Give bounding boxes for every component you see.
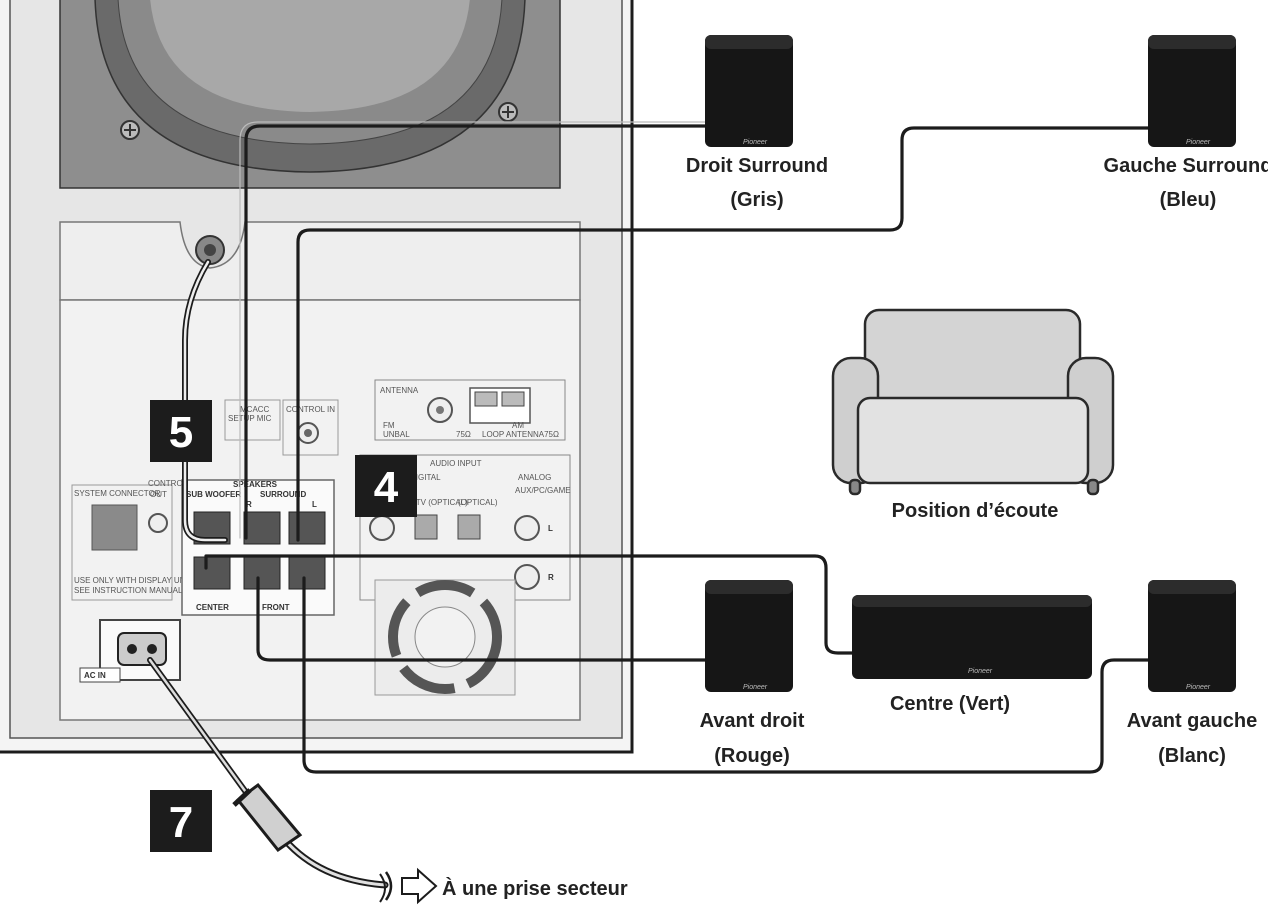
system-connector-label: SYSTEM CONNECTOR — [74, 489, 161, 498]
ohm-label: 75Ω — [456, 430, 471, 439]
control-out-label: OUT — [150, 490, 167, 499]
front-left-color: (Blanc) — [1158, 745, 1226, 767]
sofa-icon — [831, 308, 1115, 496]
front-label: FRONT — [262, 603, 290, 612]
loop-antenna-label: LOOP ANTENNA75Ω — [482, 430, 559, 439]
audio-input-label: AUDIO INPUT — [430, 459, 482, 468]
speaker-front-left: Pioneer — [1148, 580, 1236, 692]
cable-surround-right — [244, 124, 714, 540]
mcacc-label: MCACC — [240, 405, 270, 414]
center-name: Centre (Vert) — [890, 693, 1010, 715]
setup-mic-label: SETUP MIC — [228, 414, 272, 423]
front-right-name: Avant droit — [700, 710, 805, 732]
surround-right-name: Droit Surround — [686, 155, 828, 177]
mic-and-control-jacks: MCACC SETUP MIC CONTROL IN — [224, 399, 339, 456]
speakers-label: SPEAKERS — [233, 480, 278, 489]
r-label: R — [246, 500, 252, 509]
power-outlet-label: À une prise secteur — [442, 877, 628, 900]
sub-woofer-label: SUB WOOFER — [186, 490, 241, 499]
optical-label: (OPTICAL) — [458, 498, 498, 507]
surround-right-color: (Gris) — [730, 189, 783, 211]
speaker-center: Pioneer — [852, 595, 1092, 679]
cable-front-right — [256, 576, 710, 662]
center-label: CENTER — [196, 603, 229, 612]
front-left-name: Avant gauche — [1127, 710, 1257, 732]
analog-label: ANALOG — [518, 473, 551, 482]
ac-inlet: AC IN — [79, 619, 181, 683]
svg-text:Pioneer: Pioneer — [743, 684, 768, 691]
am-label: AM — [512, 421, 524, 430]
control-in-label: CONTROL IN — [286, 405, 335, 414]
step-5-number: 5 — [169, 408, 193, 457]
woofer-cone — [59, 0, 561, 189]
listening-position-label: Position d’écoute — [892, 500, 1059, 522]
front-right-color: (Rouge) — [714, 745, 790, 767]
svg-text:R: R — [548, 573, 554, 582]
fm-label: FM — [383, 421, 395, 430]
cable-front-left — [302, 576, 1152, 774]
unbal-label: UNBAL — [383, 430, 410, 439]
digital-label: DIGITAL — [410, 473, 441, 482]
control-out-top-label: CONTROL — [148, 479, 188, 488]
ac-in-label: AC IN — [84, 671, 106, 680]
dtv-optical-label: DTV (OPTICAL) — [410, 498, 468, 507]
system-connector: SYSTEM CONNECTOR USE ONLY WITH DISPLAY U… — [71, 479, 194, 601]
surround-left-name: Gauche Surround — [1104, 155, 1268, 177]
surround-label: SURROUND — [260, 490, 306, 499]
arrow-icon — [401, 867, 438, 905]
antenna-label: ANTENNA — [380, 386, 419, 395]
speaker-surround-left: Pioneer — [1148, 35, 1236, 147]
power-plug — [232, 782, 393, 903]
notice-line-2: SEE INSTRUCTION MANUAL. — [74, 586, 185, 595]
surround-left-color: (Bleu) — [1160, 189, 1217, 211]
svg-text:Pioneer: Pioneer — [1186, 684, 1211, 691]
subwoofer-unit: ANTENNA FM UNBAL 75Ω AM LOOP ANTENNA75Ω … — [0, 0, 634, 754]
speaker-front-right: Pioneer — [705, 580, 793, 692]
svg-text:Pioneer: Pioneer — [1186, 139, 1211, 146]
step-badge-4: 4 — [355, 455, 417, 517]
audio-input-jacks: AUDIO INPUT DIGITAL ANALOG DTV (OPTICAL)… — [359, 454, 571, 601]
step-badge-7: 7 — [150, 790, 212, 852]
svg-text:Pioneer: Pioneer — [743, 139, 768, 146]
svg-text:Pioneer: Pioneer — [968, 668, 993, 675]
antenna-terminals: ANTENNA FM UNBAL 75Ω AM LOOP ANTENNA75Ω — [374, 379, 566, 441]
aux-label: AUX/PC/GAME — [515, 486, 571, 495]
notice-line-1: USE ONLY WITH DISPLAY UNIT. — [74, 576, 194, 585]
step-4-number: 4 — [374, 463, 399, 512]
speaker-cables — [147, 121, 1152, 889]
svg-text:L: L — [548, 524, 553, 533]
l-label: L — [312, 500, 317, 509]
step-7-number: 7 — [169, 798, 193, 847]
speaker-surround-right: Pioneer — [705, 35, 793, 147]
cable-center — [204, 554, 854, 655]
cooling-fan — [374, 579, 516, 696]
step-badge-5: 5 — [150, 400, 212, 462]
cable-surround-left — [296, 126, 1152, 542]
